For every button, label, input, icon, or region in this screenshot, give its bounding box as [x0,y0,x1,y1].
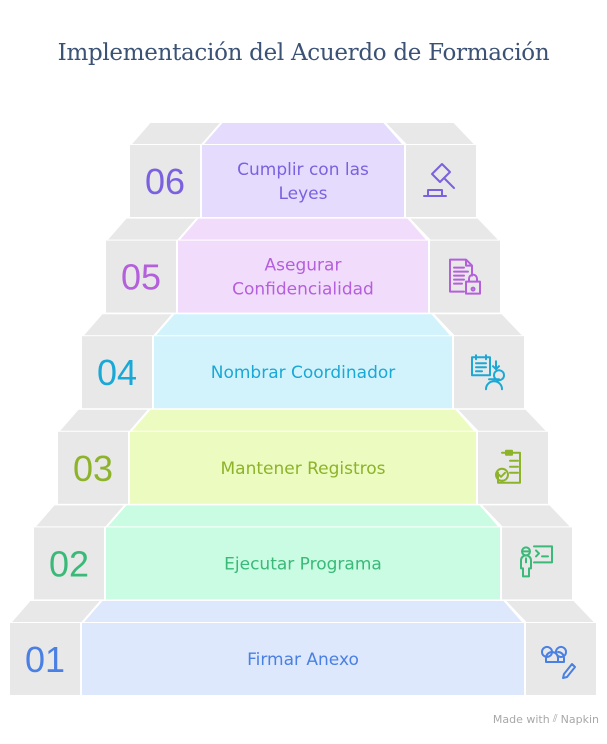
footer-brand: Napkin [560,712,599,726]
label-box [202,145,404,217]
step-label: Cumplir con las [237,160,369,180]
step-number: 05 [121,257,161,298]
label-box [178,240,428,313]
calendar-person-icon [471,354,505,391]
center-tread [127,407,479,433]
icon-box [526,623,596,695]
gavel-icon [423,163,455,197]
center-tread [79,599,527,624]
number-box [58,431,128,504]
users-sign-icon [541,645,576,679]
step-number: 02 [49,543,89,584]
step-label: Nombrar Coordinador [211,363,396,383]
clipboard-check-icon [495,449,521,484]
step-label: Confidencialidad [232,280,374,300]
napkin-watermark: Made with ⫽ Napkin [493,712,599,726]
number-box [130,145,200,217]
label-box [130,431,476,504]
center-tread [175,216,431,242]
center-tread [103,503,503,529]
presenter-icon [520,545,553,578]
step-label: Leyes [278,184,327,204]
step-04: 04 Nombrar Coordinador [79,312,527,409]
step-number: 04 [97,352,137,393]
footer-prefix: Made with [492,712,550,726]
label-box [154,336,452,409]
step-02: 02 Ejecutar Programa [31,503,575,600]
center-tread [151,312,455,338]
step-label: Ejecutar Programa [224,554,382,574]
number-box [34,527,104,600]
diagram-title: Implementación del Acuerdo de Formación [57,40,550,66]
number-box [10,623,80,695]
number-box [82,336,152,409]
napkin-logo-icon: ⫽ [552,712,558,725]
step-label: Firmar Anexo [247,650,359,670]
step-label: Asegurar [265,256,342,276]
step-label: Mantener Registros [220,459,385,479]
step-number: 06 [145,161,185,202]
icon-box [430,240,500,313]
center-tread [199,121,407,146]
document-lock-icon [449,258,481,295]
number-box [106,240,176,313]
step-number: 03 [73,448,113,489]
step-03: 03 Mantener Registros [55,407,551,504]
label-box [82,623,524,695]
label-box [106,527,500,600]
step-number: 01 [25,639,65,680]
step-01: 01 Firmar Anexo [7,599,599,695]
